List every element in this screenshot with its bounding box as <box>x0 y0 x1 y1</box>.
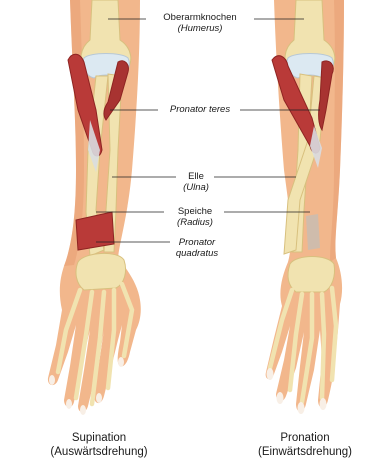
caption-pronation-title: Pronation <box>236 431 374 445</box>
label-pronator-quadratus-line2: quadratus <box>166 248 228 259</box>
label-radius-name: Speiche <box>166 206 224 217</box>
label-humerus: Oberarmknochen (Humerus) <box>148 12 252 34</box>
label-pronator-teres-name: Pronator teres <box>170 104 230 115</box>
caption-pronation: Pronation (Einwärtsdrehung) <box>236 431 374 459</box>
left-arm-supination <box>48 0 141 415</box>
caption-supination-title: Supination <box>14 431 184 445</box>
label-ulna: Elle (Ulna) <box>176 171 216 193</box>
label-ulna-name: Elle <box>176 171 216 182</box>
label-pronator-teres: Pronator teres <box>160 104 240 115</box>
right-carpal-bones <box>288 257 335 293</box>
label-humerus-latin: (Humerus) <box>148 23 252 34</box>
caption-supination: Supination (Auswärtsdrehung) <box>14 431 184 459</box>
label-pronator-quadratus: Pronator quadratus <box>166 237 228 259</box>
caption-pronation-subtitle: (Einwärtsdrehung) <box>236 445 374 459</box>
right-arm-pronation <box>266 0 344 414</box>
label-radius: Speiche (Radius) <box>166 206 224 228</box>
label-radius-latin: (Radius) <box>166 217 224 228</box>
label-ulna-latin: (Ulna) <box>176 182 216 193</box>
label-humerus-name: Oberarmknochen <box>148 12 252 23</box>
caption-supination-subtitle: (Auswärtsdrehung) <box>14 445 184 459</box>
right-pronator-quadratus-muscle <box>306 214 320 250</box>
left-carpal-bones <box>76 253 126 290</box>
label-pronator-quadratus-line1: Pronator <box>166 237 228 248</box>
